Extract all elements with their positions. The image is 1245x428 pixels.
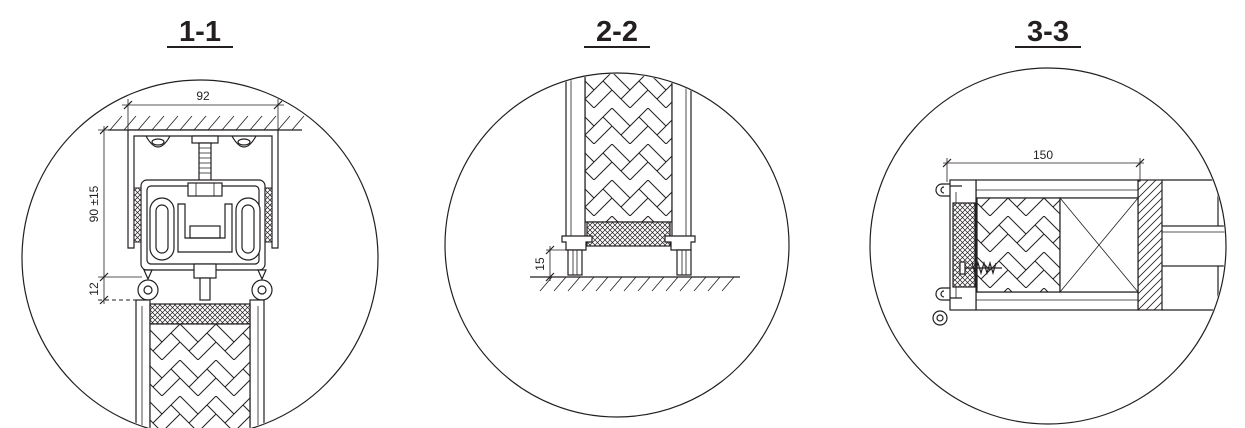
edge-clip-top xyxy=(935,183,962,197)
dimension-width: 150 xyxy=(942,148,1145,182)
leaf-top-rail xyxy=(975,179,1139,199)
detail-geometry xyxy=(108,115,305,428)
dimension-height: 90 ±15 12 xyxy=(87,125,146,305)
door-seal-block xyxy=(149,303,251,325)
detail-circle xyxy=(21,79,379,428)
floor-guide-right xyxy=(676,249,692,276)
door-stile-left xyxy=(135,299,151,428)
guide-stop-left xyxy=(143,269,153,281)
dimension-label: 92 xyxy=(196,89,210,103)
guide-roller-right xyxy=(251,279,273,301)
detail-geometry xyxy=(932,179,1225,326)
view-title: 2-2 xyxy=(596,16,638,48)
edge-ring-inner xyxy=(936,314,944,322)
floor-guide-right-slot xyxy=(681,250,687,275)
track-lugs xyxy=(145,135,257,148)
wall-section xyxy=(1137,179,1163,311)
guide-roller-left-axle xyxy=(143,285,153,295)
track-profile xyxy=(127,129,279,249)
guide-roller-right-axle xyxy=(257,285,267,295)
view-3-3: 3-3 150 xyxy=(869,16,1227,425)
track-lug-hole xyxy=(237,138,251,146)
floor-hatch xyxy=(539,276,735,292)
hanger-stem xyxy=(193,263,217,279)
bolt-head xyxy=(191,135,219,144)
door-seal-block xyxy=(586,221,671,247)
wheel-right xyxy=(235,197,261,261)
edge-ring xyxy=(932,310,948,326)
track-lug-hole xyxy=(151,138,165,146)
frame-member-cross xyxy=(1059,197,1139,293)
screw xyxy=(965,260,1002,276)
door-stile-right xyxy=(671,74,692,241)
dimension-clearance: 15 xyxy=(533,245,566,282)
jamb-band xyxy=(1154,225,1225,267)
floor-guide-left-slot xyxy=(572,250,578,275)
detail-circle xyxy=(444,72,790,418)
dimension-label: 90 ±15 xyxy=(87,185,101,222)
carriage-nut xyxy=(187,182,223,197)
door-infill-herringbone xyxy=(584,74,673,223)
carriage-nut-edges xyxy=(195,183,215,196)
wheel-right-hub xyxy=(241,204,255,254)
bolt-thread xyxy=(199,147,211,174)
view-1-1: 1-1 xyxy=(21,16,379,428)
view-title: 1-1 xyxy=(179,16,221,48)
door-infill-herringbone xyxy=(149,323,251,428)
edge-clip-bottom xyxy=(935,287,962,301)
brush-strip-left xyxy=(133,187,142,243)
ceiling-hatch xyxy=(109,115,305,131)
bottom-profile-left xyxy=(561,235,593,251)
brush-strip-right xyxy=(264,187,273,243)
view-2-2: 2-2 15 xyxy=(444,16,790,418)
door-seal-block xyxy=(952,202,976,288)
hanger-rod xyxy=(199,277,211,301)
wheel-left-hub xyxy=(155,204,169,254)
door-infill-herringbone xyxy=(976,197,1061,293)
dimension-label: 12 xyxy=(87,282,101,296)
hanger-block xyxy=(189,225,221,239)
view-title: 3-3 xyxy=(1027,16,1069,48)
guide-stop-right xyxy=(257,269,267,281)
bolt-shaft xyxy=(198,142,212,186)
detail-geometry xyxy=(530,74,740,292)
leaf-bottom-rail xyxy=(975,291,1139,311)
screw-head xyxy=(959,261,966,275)
dimension-width: 92 xyxy=(122,89,284,130)
dimension-label: 150 xyxy=(1033,148,1053,162)
door-stile-right xyxy=(249,299,265,428)
hanger-bracket xyxy=(177,203,233,253)
dimension-label: 15 xyxy=(533,257,547,271)
wheel-left xyxy=(149,197,175,261)
floor-guide-left xyxy=(567,249,583,276)
guide-roller-left xyxy=(137,279,159,301)
detail-circle xyxy=(869,67,1227,425)
